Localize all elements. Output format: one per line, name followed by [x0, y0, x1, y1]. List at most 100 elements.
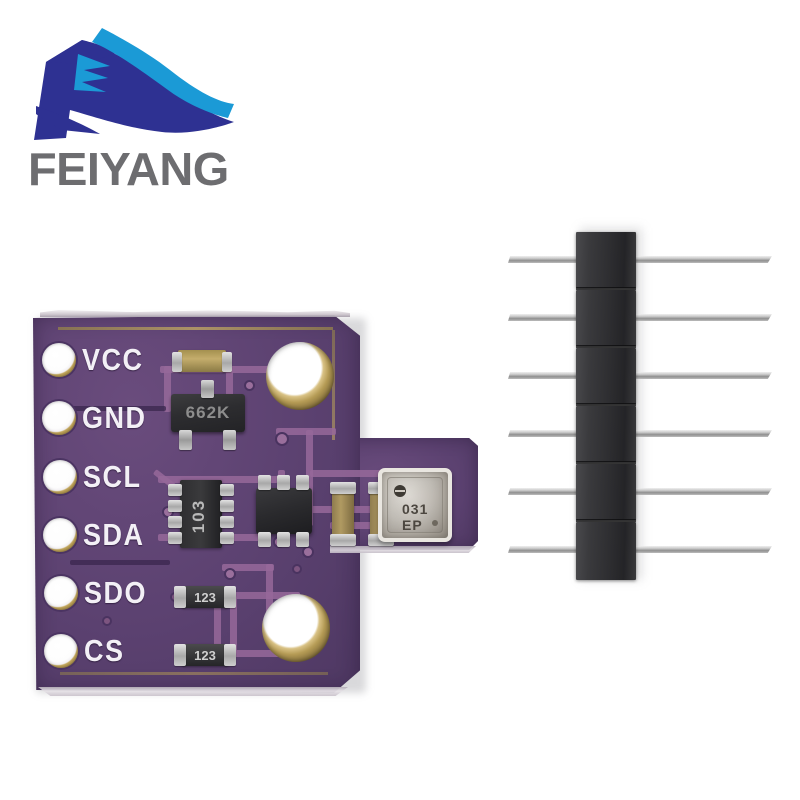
resnet-pad-r2	[220, 500, 234, 512]
header-pin-3-right[interactable]	[632, 372, 772, 379]
resnet-pad-l1	[168, 484, 182, 496]
resistor-cs-term-right	[224, 644, 236, 666]
header-pin-6-right[interactable]	[632, 546, 772, 553]
trace-cs	[180, 650, 310, 657]
trace-vert-right	[306, 430, 313, 526]
sensor-marking-line1: 031	[402, 501, 429, 517]
capacitor-input-body	[178, 350, 226, 372]
gold-border-trace-top	[58, 327, 333, 330]
capacitor-v1-term-bottom	[330, 534, 356, 546]
pin-label-vcc: VCC	[82, 343, 144, 377]
resistor-cs-body: 123	[182, 644, 228, 666]
resnet-pad-r1	[220, 484, 234, 496]
pin-label-scl: SCL	[83, 460, 142, 494]
gold-border-trace-right	[332, 330, 335, 440]
resnet-pad-r3	[220, 516, 234, 528]
trace-sdo	[180, 592, 300, 599]
header-segment-5	[576, 464, 636, 520]
pcb-top-edge	[40, 310, 350, 317]
header-segment-3	[576, 348, 636, 404]
resnet-pad-l3	[168, 516, 182, 528]
resnet-pad-r4	[220, 532, 234, 544]
via-2	[275, 432, 289, 446]
pin-label-cs: CS	[84, 634, 125, 668]
soic8-ic	[256, 475, 312, 547]
trace-horiz-upper	[276, 428, 336, 435]
capacitor-input-term-right	[222, 352, 232, 372]
resistor-network-body	[180, 480, 222, 548]
bosch-logo-icon	[394, 485, 406, 497]
pcb-bottom-edge	[38, 687, 348, 696]
trace-down-mid	[266, 564, 273, 614]
soic-pad-t3	[296, 475, 309, 490]
header-pin-1-right[interactable]	[632, 256, 772, 263]
via-1	[244, 380, 255, 391]
header-pin-2-right[interactable]	[632, 314, 772, 321]
header-pin-3-left[interactable]	[508, 372, 580, 379]
pin-hole-gnd[interactable]	[42, 401, 76, 435]
header-segment-4	[576, 406, 636, 462]
header-pin-1-left[interactable]	[508, 256, 580, 263]
via-6	[302, 546, 314, 558]
trace-sdo-cs-link	[214, 596, 221, 654]
trace-sdo-cs-link2	[230, 596, 237, 654]
resistor-network-103: 103	[168, 480, 234, 548]
soic-pad-t2	[277, 475, 290, 490]
sensor-marking-line2: EP	[402, 517, 423, 533]
resistor-network-marking: 103	[189, 498, 209, 534]
resistor-sdo-term-left	[174, 586, 186, 608]
brand-name: FEIYANG	[28, 143, 229, 195]
header-seam-4	[576, 461, 636, 464]
header-pin-4-right[interactable]	[632, 430, 772, 437]
bme280-breakout-board: VCC GND SCL SDA SDO CS 662K	[30, 310, 482, 702]
capacitor-v1-term-top	[330, 482, 356, 494]
pin-hole-cs[interactable]	[44, 634, 78, 668]
pcb-tab-edge	[330, 546, 476, 553]
capacitor-input-term-left	[172, 352, 182, 372]
header-pin-5-right[interactable]	[632, 488, 772, 495]
header-pin-6-left[interactable]	[508, 546, 580, 553]
mounting-hole-bottom	[262, 594, 330, 662]
trace-gnd-plane-edge2	[46, 406, 166, 411]
trace-vcc-drop	[164, 366, 171, 412]
resistor-sdo-term-right	[224, 586, 236, 608]
resistor-sdo-body: 123	[182, 586, 228, 608]
pin-hole-scl[interactable]	[43, 460, 77, 494]
header-seam-2	[576, 345, 636, 348]
resnet-pad-l2	[168, 500, 182, 512]
brand-logo: FEIYANG	[22, 18, 272, 203]
sensor-vent-hole	[432, 520, 438, 526]
regulator-body: 662K	[171, 394, 245, 432]
header-segment-6	[576, 522, 636, 580]
feiyang-flag-logo-icon	[34, 28, 234, 140]
header-seam-1	[576, 287, 636, 290]
gold-border-trace-bottom	[60, 672, 328, 675]
capacitor-input	[172, 350, 232, 372]
pin-hole-sda[interactable]	[43, 518, 77, 552]
pin-label-gnd: GND	[82, 401, 147, 435]
soic-pad-t1	[258, 475, 271, 490]
header-pin-4-left[interactable]	[508, 430, 580, 437]
regulator-lead-br	[223, 430, 236, 450]
soic-pad-b3	[296, 532, 309, 547]
via-4	[224, 568, 236, 580]
capacitor-v1	[330, 482, 356, 546]
pin-hole-vcc[interactable]	[42, 343, 76, 377]
soic-pad-b1	[258, 532, 271, 547]
regulator-lead-top	[201, 380, 214, 398]
resistor-cs-term-left	[174, 644, 186, 666]
trace-mid-cross	[222, 564, 274, 571]
header-segment-2	[576, 290, 636, 346]
via-9	[292, 564, 302, 574]
header-pin-2-left[interactable]	[508, 314, 580, 321]
pin-hole-sdo[interactable]	[44, 576, 78, 610]
header-pin-5-left[interactable]	[508, 488, 580, 495]
mounting-hole-top	[266, 342, 334, 410]
trace-to-sensor-c	[330, 522, 388, 529]
header-seam-3	[576, 403, 636, 406]
soic8-body	[256, 488, 312, 534]
via-8	[102, 616, 112, 626]
voltage-regulator-662k: 662K	[171, 380, 245, 450]
resistor-123-cs: 123	[174, 644, 236, 666]
